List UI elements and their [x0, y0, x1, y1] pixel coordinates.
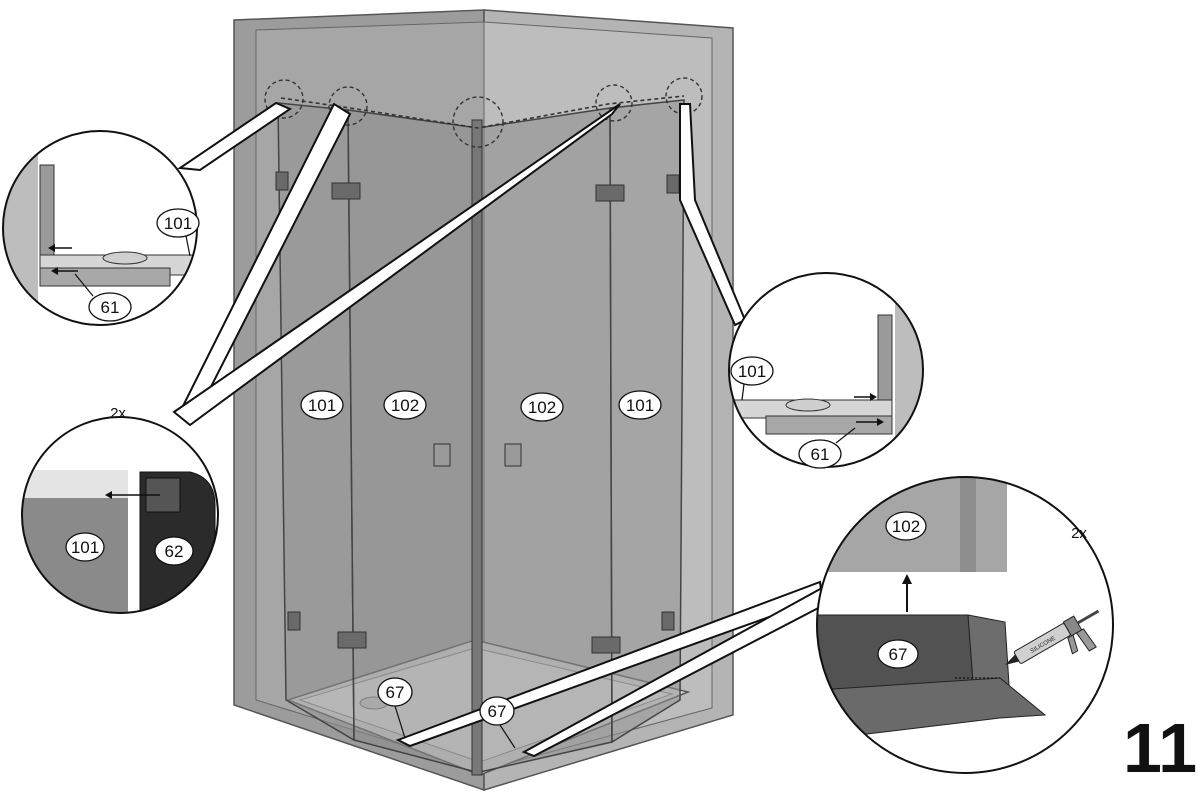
- panel-102-left: [347, 109, 479, 773]
- detail-top-left-label-61: 61: [74, 273, 132, 322]
- detail-profile-label-62: 62: [154, 536, 194, 566]
- silicone-gun: SILICONE: [1005, 609, 1100, 665]
- detail-quantity-right: 2x: [1071, 525, 1087, 542]
- detail-right-label-61: 61: [798, 427, 856, 469]
- callout-panel-left-outer: 101: [300, 390, 344, 420]
- callout-panel-left-door: 102: [383, 390, 427, 420]
- detail-seal-label-102: 102: [885, 511, 927, 541]
- svg-text:61: 61: [101, 298, 120, 317]
- detail-quantity-left: 2x: [110, 405, 126, 422]
- svg-text:67: 67: [889, 645, 908, 664]
- detail-right-label-101: 101: [730, 356, 774, 401]
- detail-seal: SILICONE 102 67 2x: [816, 476, 1114, 774]
- detail-top-left-label-101: 101: [156, 208, 200, 257]
- callout-panel-right-door: 102: [520, 392, 564, 422]
- detail-top-left: 101 61: [2, 130, 200, 326]
- svg-text:61: 61: [811, 445, 830, 464]
- detail-right: 101 61: [728, 272, 924, 469]
- panel-101-right: [609, 99, 685, 744]
- svg-text:102: 102: [528, 398, 556, 417]
- callout-panel-right-outer: 101: [618, 390, 662, 420]
- svg-text:102: 102: [892, 517, 920, 536]
- callout-bottom-seal-left: 67: [377, 677, 413, 739]
- svg-text:102: 102: [391, 396, 419, 415]
- callout-bottom-seal-right: 67: [479, 696, 516, 749]
- detail-profile-label-101: 101: [65, 532, 105, 562]
- svg-text:101: 101: [308, 396, 336, 415]
- svg-text:101: 101: [71, 538, 99, 557]
- detail-profile: 101 62 2x: [21, 405, 219, 614]
- detail-seal-label-67: 67: [877, 639, 919, 669]
- svg-text:101: 101: [164, 214, 192, 233]
- step-number: 11: [1123, 709, 1197, 787]
- svg-text:67: 67: [488, 702, 507, 721]
- svg-text:67: 67: [386, 683, 405, 702]
- svg-text:101: 101: [738, 362, 766, 381]
- svg-text:62: 62: [165, 542, 184, 561]
- detail-markers: [264, 77, 703, 148]
- svg-text:101: 101: [626, 396, 654, 415]
- glass-panels: [275, 95, 685, 776]
